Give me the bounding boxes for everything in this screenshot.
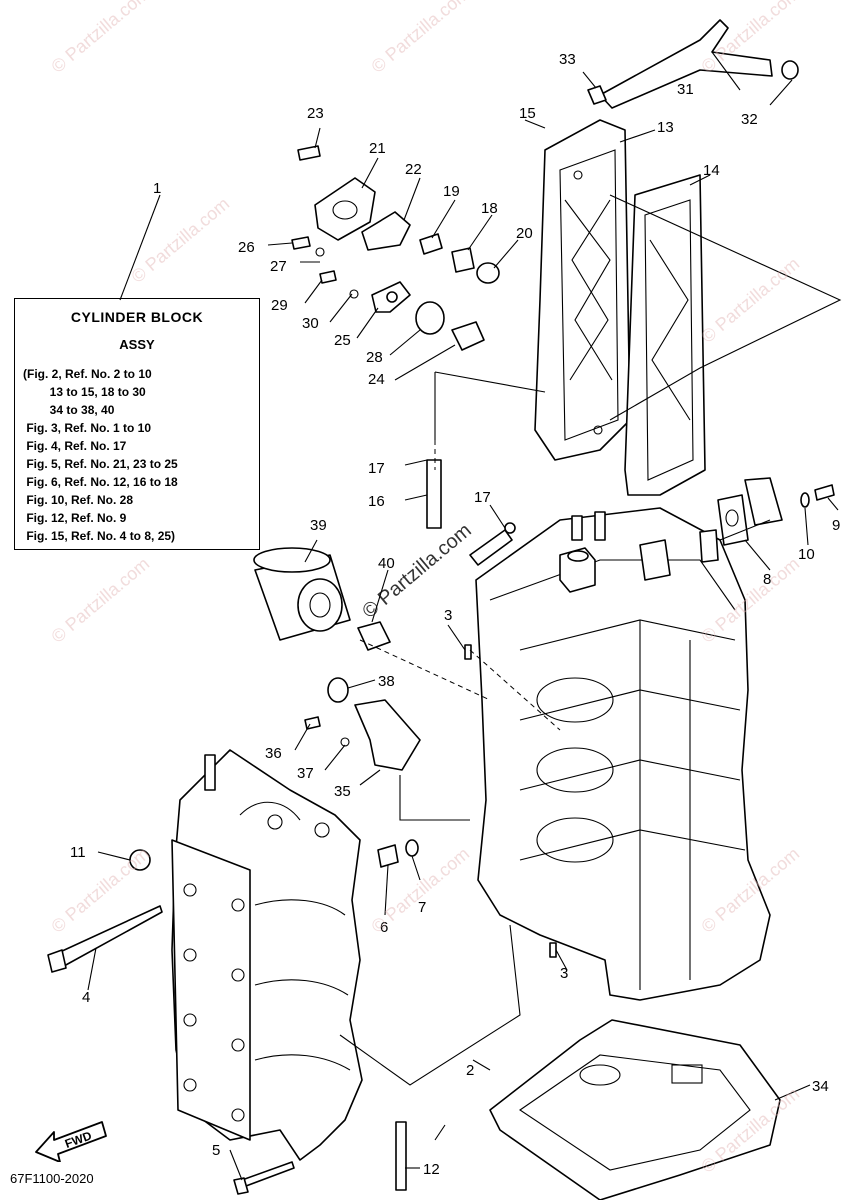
callout-9: 9 <box>832 517 840 534</box>
callout-14: 14 <box>703 162 720 179</box>
callout-31: 31 <box>677 81 694 98</box>
callout-38: 38 <box>378 673 395 690</box>
callout-16: 16 <box>368 493 385 510</box>
callout-numbers: 1 2 3 3 4 5 6 7 8 9 10 11 12 13 14 15 16… <box>70 51 840 1178</box>
oil-filter <box>253 547 351 641</box>
legend-line: Fig. 3, Ref. No. 1 to 10 <box>23 421 152 435</box>
exhaust-cover <box>534 119 631 461</box>
callout-40: 40 <box>378 555 395 572</box>
callout-30: 30 <box>302 315 319 332</box>
callout-2: 2 <box>466 1062 474 1079</box>
callout-13: 13 <box>657 119 674 136</box>
callout-37: 37 <box>297 765 314 782</box>
callout-11: 11 <box>70 844 86 861</box>
legend-line: 34 to 38, 40 <box>23 403 115 417</box>
legend-line: Fig. 6, Ref. No. 12, 16 to 18 <box>23 475 178 489</box>
callout-5: 5 <box>212 1142 220 1159</box>
callout-25: 25 <box>334 332 351 349</box>
legend-line: Fig. 15, Ref. No. 4 to 8, 25) <box>23 529 176 543</box>
callout-22: 22 <box>405 161 422 178</box>
anode-parts <box>717 477 835 546</box>
legend-line: Fig. 5, Ref. No. 21, 23 to 25 <box>23 457 178 471</box>
callout-33: 33 <box>559 51 576 68</box>
crankcase <box>171 749 363 1161</box>
callout-27: 27 <box>270 258 287 275</box>
callout-12: 12 <box>423 1161 440 1178</box>
callout-26: 26 <box>238 239 255 256</box>
fwd-arrow-icon: FWD <box>35 1121 107 1162</box>
callout-36: 36 <box>265 745 282 762</box>
legend-lines: (Fig. 2, Ref. No. 2 to 10 13 to 15, 18 t… <box>23 365 255 545</box>
bolts <box>47 849 407 1195</box>
callout-4: 4 <box>82 989 90 1006</box>
diagram-code: 67F1100-2020 <box>10 1171 94 1186</box>
assembly-legend-box: CYLINDER BLOCK ASSY (Fig. 2, Ref. No. 2 … <box>14 298 260 550</box>
legend-line: Fig. 10, Ref. No. 28 <box>23 493 134 507</box>
callout-18: 18 <box>481 200 498 217</box>
callout-17: 17 <box>474 489 491 506</box>
callout-10: 10 <box>798 546 815 563</box>
callout-32: 32 <box>741 111 758 128</box>
callout-3: 3 <box>444 607 452 624</box>
callout-6: 6 <box>380 919 388 936</box>
callout-23: 23 <box>307 105 324 122</box>
cylinder-block <box>475 507 771 1001</box>
callout-39: 39 <box>310 517 327 534</box>
callout-1: 1 <box>153 180 161 197</box>
callout-8: 8 <box>763 571 771 588</box>
callout-29: 29 <box>271 297 288 314</box>
legend-line: Fig. 12, Ref. No. 9 <box>23 511 127 525</box>
hose-assembly <box>587 19 799 109</box>
fwd-label: FWD <box>63 1128 94 1151</box>
callout-7: 7 <box>418 899 426 916</box>
callout-35: 35 <box>334 783 351 800</box>
legend-line: Fig. 4, Ref. No. 17 <box>23 439 127 453</box>
callout-19: 19 <box>443 183 460 200</box>
leader-lines <box>87 51 842 1181</box>
callout-24: 24 <box>368 371 385 388</box>
callout-28: 28 <box>366 349 383 366</box>
callout-15: 15 <box>519 105 536 122</box>
legend-subtitle: ASSY <box>119 337 155 352</box>
callout-17: 17 <box>368 460 385 477</box>
exhaust-cover-gasket <box>624 174 706 496</box>
callout-21: 21 <box>369 140 386 157</box>
legend-title: CYLINDER BLOCK <box>70 309 204 325</box>
bottom-gasket <box>489 1019 781 1200</box>
legend-line: (Fig. 2, Ref. No. 2 to 10 <box>23 367 152 381</box>
callout-3: 3 <box>560 965 568 982</box>
hose-16 <box>426 459 516 566</box>
small-parts-center <box>304 621 557 958</box>
legend-line: 13 to 15, 18 to 30 <box>23 385 146 399</box>
callout-20: 20 <box>516 225 533 242</box>
thermostat-parts <box>291 145 500 351</box>
callout-34: 34 <box>812 1078 829 1095</box>
